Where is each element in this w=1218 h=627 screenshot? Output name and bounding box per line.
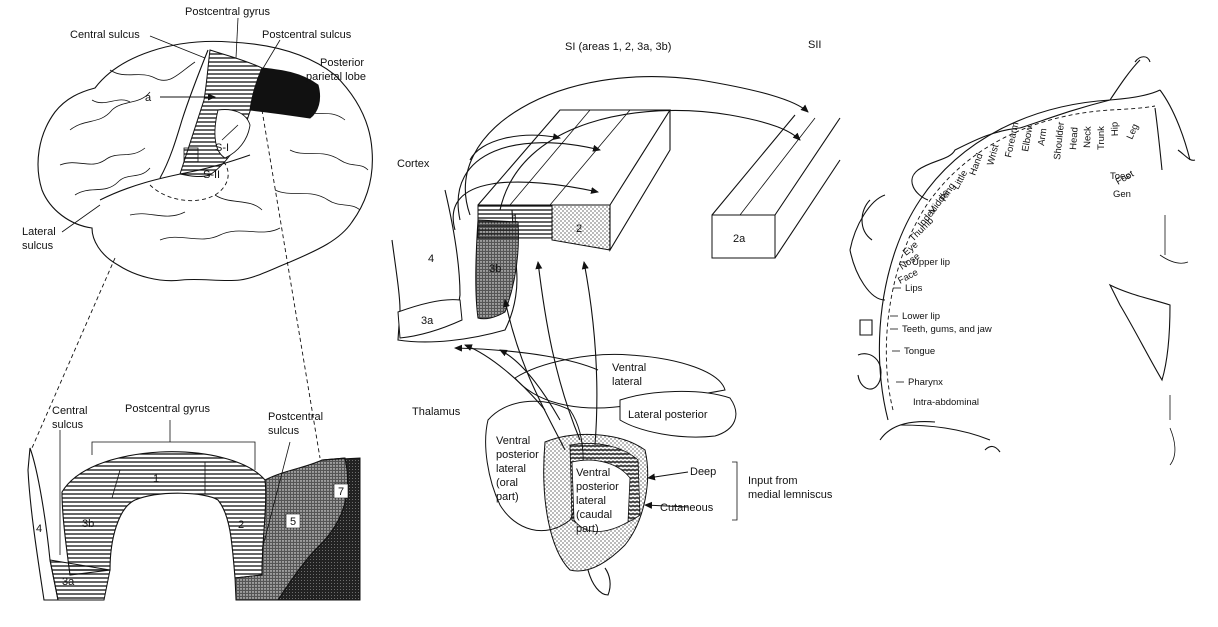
marker-a: a	[145, 92, 152, 104]
pathway-area-3b: 3b	[489, 263, 501, 275]
area-7-label: 7	[338, 486, 344, 498]
hom-trunk: Trunk	[1096, 126, 1107, 150]
hom-arm: Arm	[1036, 128, 1049, 147]
area-4-label: 4	[36, 523, 42, 535]
vpl-caudal-5: part)	[576, 523, 599, 535]
ventral-lateral-2: lateral	[612, 376, 642, 388]
label-s2: S-II	[203, 169, 220, 181]
label-parietal-lobe: parietal lobe	[306, 71, 366, 83]
cortex-cross-section: Central sulcus Postcentral gyrus Postcen…	[27, 403, 361, 601]
hom-lower-lip: Lower lip	[902, 311, 940, 322]
si-area-3b	[475, 219, 519, 320]
thalamus-lateral-posterior	[619, 390, 737, 438]
area-3a-label: 3a	[62, 576, 75, 588]
brain-lateral-view: Postcentral gyrus Central sulcus Postcen…	[22, 6, 373, 459]
hom-shoulder: Shoulder	[1052, 121, 1067, 160]
pathway-area-2: 2	[576, 223, 582, 235]
label-postcentral-gyrus: Postcentral gyrus	[185, 6, 270, 18]
s1-region	[214, 109, 251, 159]
hom-gen: Gen	[1113, 189, 1131, 200]
pathway-area-1: 1	[512, 213, 518, 225]
label-lateral: Lateral	[22, 226, 56, 238]
input-label-1: Input from	[748, 475, 798, 487]
hom-intra-abdominal: Intra-abdominal	[913, 397, 979, 408]
lateral-posterior-label: Lateral posterior	[628, 409, 708, 421]
hom-elbow: Elbow	[1020, 125, 1035, 153]
deep-label: Deep	[690, 466, 716, 478]
hom-neck: Neck	[1082, 126, 1094, 148]
sii-title: SII	[808, 39, 821, 51]
hom-leg: Leg	[1125, 122, 1141, 141]
pathway-area-4: 4	[428, 253, 434, 265]
hom-head: Head	[1068, 127, 1081, 150]
area-1-label: 1	[153, 473, 159, 485]
area-7-region	[277, 457, 361, 601]
hom-wrist: Wrist	[985, 143, 1001, 167]
label-section-postcentral-gyrus: Postcentral gyrus	[125, 403, 210, 415]
area-5-label: 5	[290, 516, 296, 528]
label-postcentral-sulcus: Postcentral sulcus	[262, 29, 352, 41]
vpl-caudal-4: (caudal	[576, 509, 612, 521]
cortex-label: Cortex	[397, 158, 430, 170]
vpl-oral-1: Ventral	[496, 435, 530, 447]
hom-hand: Hand	[967, 152, 985, 177]
label-section-postcentral: Postcentral	[268, 411, 323, 423]
area-2-label: 2	[238, 519, 244, 531]
input-label-2: medial lemniscus	[748, 489, 833, 501]
pathway-area-2a: 2a	[733, 233, 746, 245]
vpl-oral-4: (oral	[496, 477, 518, 489]
vpl-caudal-3: lateral	[576, 495, 606, 507]
hom-teeth-gums-jaw: Teeth, gums, and jaw	[902, 324, 992, 335]
label-central-sulcus: Central sulcus	[70, 29, 140, 41]
label-section-central: Central	[52, 405, 87, 417]
hom-lips: Lips	[905, 283, 923, 294]
pathway-area-3a: 3a	[421, 315, 434, 327]
label-s1: S-I	[215, 142, 229, 154]
si-title: SI (areas 1, 2, 3a, 3b)	[565, 41, 671, 53]
thalamocortical-pathway: SI (areas 1, 2, 3a, 3b) SII Cortex 1 2 2…	[391, 39, 841, 596]
cutaneous-label: Cutaneous	[660, 502, 714, 514]
label-sulcus: sulcus	[22, 240, 54, 252]
vpl-caudal-2: posterior	[576, 481, 619, 493]
label-posterior: Posterior	[320, 57, 364, 69]
ventral-lateral-1: Ventral	[612, 362, 646, 374]
postcentral-band	[61, 451, 267, 579]
hom-upper-lip: Upper lip	[912, 257, 950, 268]
lateral-sulcus-line	[99, 154, 251, 201]
hom-hip: Hip	[1110, 122, 1121, 137]
thalamus-label: Thalamus	[412, 406, 461, 418]
vpl-oral-2: posterior	[496, 449, 539, 461]
sensory-homunculus: Little Ring Middle Index Thumb Eye Nose …	[849, 56, 1196, 466]
area-3b-label: 3b	[82, 518, 94, 530]
s2-region	[183, 147, 199, 163]
vpl-oral-3: lateral	[496, 463, 526, 475]
hom-pharynx: Pharynx	[908, 377, 943, 388]
vpl-oral-5: part)	[496, 491, 519, 503]
label-section-postcentral-sulcus: sulcus	[268, 425, 300, 437]
vpl-caudal-1: Ventral	[576, 467, 610, 479]
brain-outline	[37, 40, 373, 282]
label-section-sulcus: sulcus	[52, 419, 84, 431]
hom-tongue: Tongue	[904, 346, 935, 357]
posterior-parietal-lobe-region	[249, 67, 321, 119]
central-sulcus-line	[159, 49, 209, 179]
hom-toes: Toes	[1110, 171, 1130, 182]
